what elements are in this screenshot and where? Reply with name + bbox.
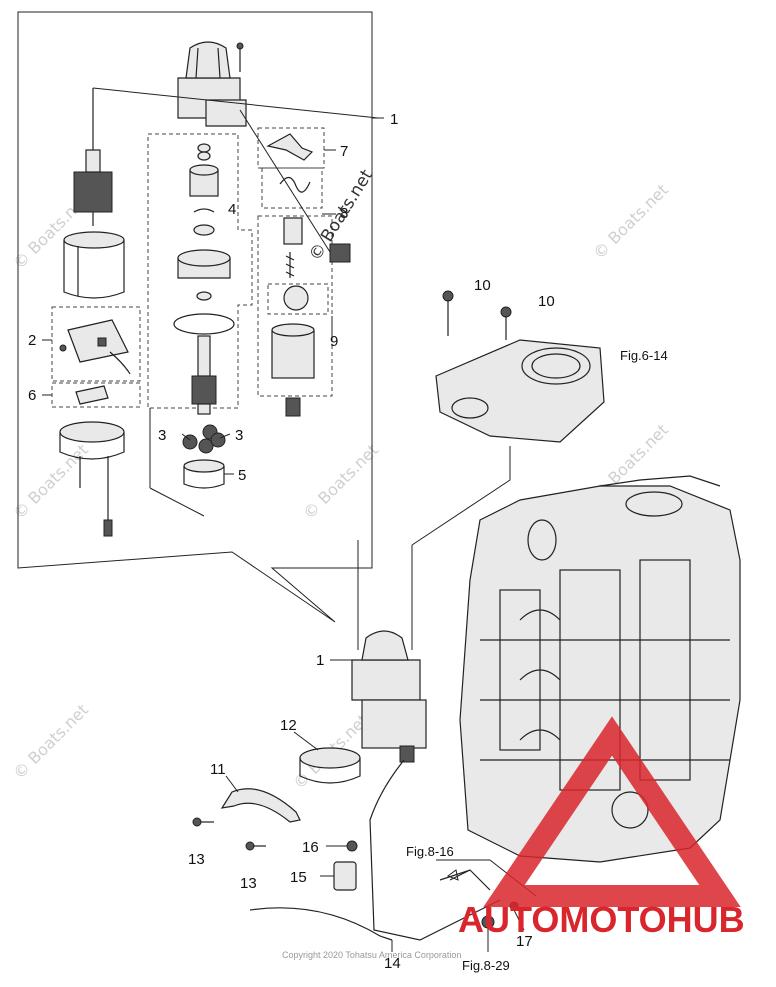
mount-bracket bbox=[435, 290, 605, 443]
callout-8: 8 bbox=[340, 205, 348, 222]
engine-block bbox=[459, 475, 741, 863]
callout-10-a: 10 bbox=[474, 277, 491, 294]
callout-17: 17 bbox=[516, 933, 533, 950]
callout-10-b: 10 bbox=[538, 293, 555, 310]
callout-1-main: 1 bbox=[316, 652, 324, 669]
callout-7: 7 bbox=[340, 143, 348, 160]
brush-holder bbox=[59, 319, 131, 375]
logo-text: AUTOMOTOHUB bbox=[458, 899, 745, 940]
callout-14: 14 bbox=[384, 955, 401, 972]
callout-5: 5 bbox=[238, 467, 246, 484]
group-box-2 bbox=[51, 306, 141, 382]
group-box-9-inner bbox=[267, 283, 329, 315]
clamp bbox=[220, 775, 301, 823]
watermark: © Boats.net bbox=[9, 700, 91, 782]
exploded-view-frame bbox=[17, 11, 373, 623]
copyright-text: Copyright 2020 Tohatsu America Corporati… bbox=[282, 950, 461, 960]
callout-3-left: 3 bbox=[158, 427, 166, 444]
callout-9: 9 bbox=[330, 333, 338, 350]
group-box-4 bbox=[147, 133, 253, 409]
callout-3-right: 3 bbox=[235, 427, 243, 444]
callout-16: 16 bbox=[302, 839, 319, 856]
end-cover bbox=[59, 421, 125, 537]
callout-labels: 1 2 6 3 3 4 5 7 8 9 10 10 1 12 11 13 13 … bbox=[28, 111, 555, 972]
watermark: © Boats.net bbox=[589, 180, 671, 262]
callout-15: 15 bbox=[290, 869, 307, 886]
callout-1-top: 1 bbox=[390, 111, 398, 128]
callout-11: 11 bbox=[210, 761, 226, 778]
fig-ref-6-14: Fig.6-14 bbox=[620, 348, 668, 363]
watermark: © Boats.net bbox=[299, 440, 381, 522]
yoke-housing bbox=[63, 231, 125, 299]
internal-gear bbox=[183, 459, 225, 489]
bolts-13 bbox=[192, 817, 266, 851]
spring bbox=[279, 176, 311, 193]
gear-stack bbox=[173, 143, 235, 415]
planetary-gears bbox=[182, 424, 226, 454]
automotohub-logo: AUTOMOTOHUB bbox=[458, 716, 745, 940]
starter-cap bbox=[177, 41, 247, 127]
group-box-8 bbox=[261, 167, 323, 209]
group-box-7 bbox=[257, 127, 325, 169]
shift-lever bbox=[266, 133, 314, 161]
assembly-leaders bbox=[357, 446, 511, 650]
callout-13-b: 13 bbox=[240, 875, 257, 892]
callout-4: 4 bbox=[228, 201, 236, 218]
nut-and-cap bbox=[320, 840, 358, 891]
callout-6: 6 bbox=[28, 387, 36, 404]
leader-lines bbox=[42, 87, 384, 517]
callout-2: 2 bbox=[28, 332, 36, 349]
callout-12: 12 bbox=[280, 717, 297, 734]
callout-13-a: 13 bbox=[188, 851, 205, 868]
plate bbox=[75, 385, 109, 405]
rubber-band bbox=[293, 731, 361, 784]
fig-ref-8-16: Fig.8-16 bbox=[406, 844, 454, 859]
group-box-9 bbox=[257, 215, 333, 397]
figure-refs: Fig.6-14 Fig.8-16 Fig.8-29 bbox=[406, 348, 668, 973]
solenoid-parts bbox=[271, 217, 351, 417]
armature bbox=[73, 88, 113, 226]
fig-ref-8-29: Fig.8-29 bbox=[462, 958, 510, 973]
starter-motor bbox=[330, 630, 427, 763]
